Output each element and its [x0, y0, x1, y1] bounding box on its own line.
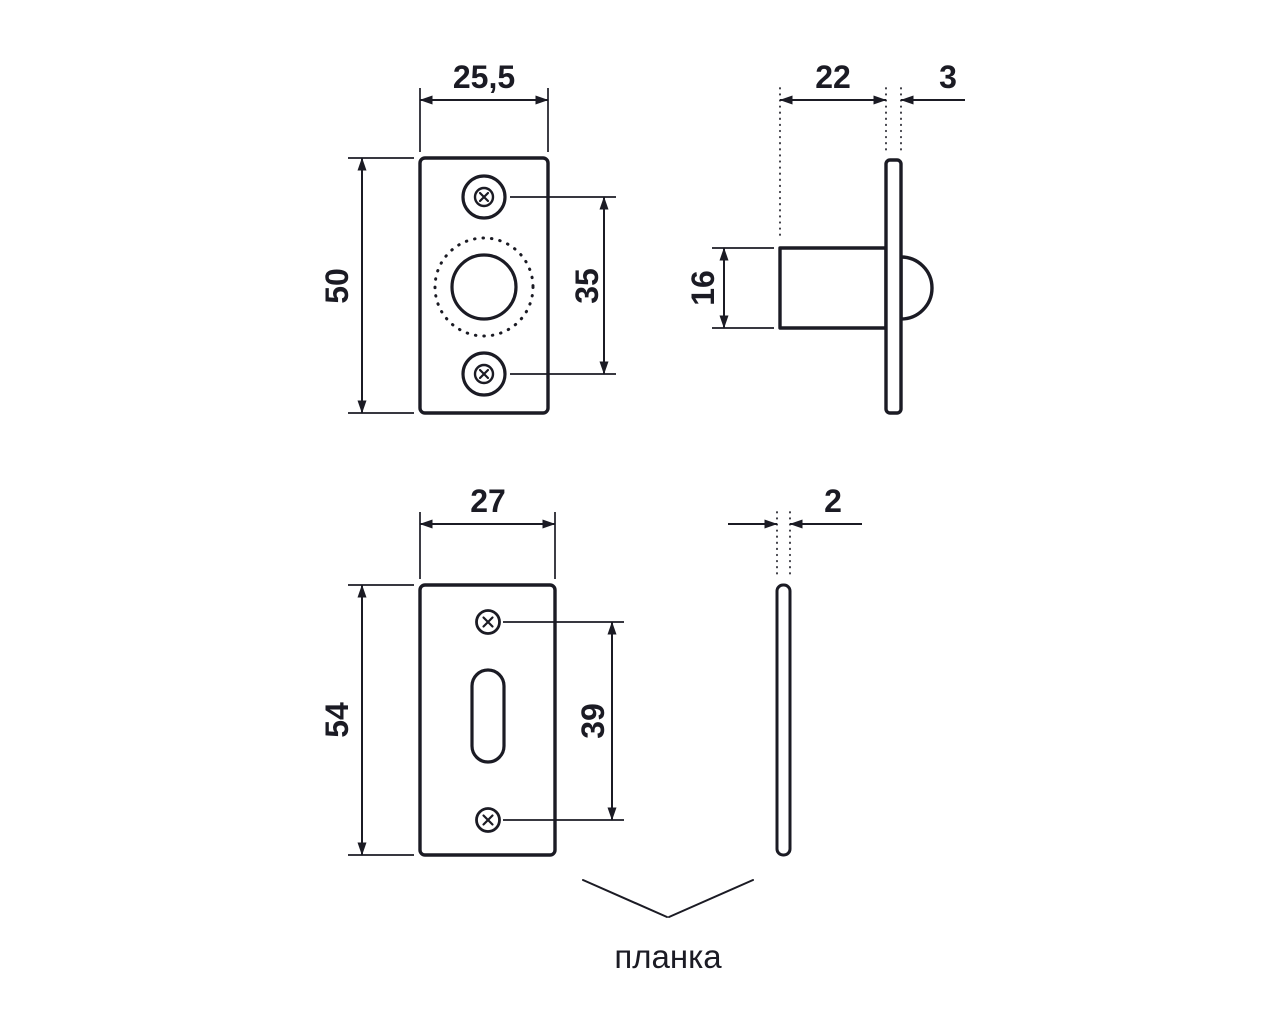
- side-knob-bulge: [899, 255, 934, 321]
- strike-screw-hole-top: [475, 609, 501, 635]
- dimension-strike-hole-spacing: 39: [503, 621, 624, 821]
- side-plate-body: [884, 158, 903, 415]
- strike-plate-front-view: 27 54 39: [319, 483, 624, 857]
- strike-plate-body: [418, 583, 557, 857]
- screw-cross-icon: [482, 616, 494, 628]
- dimension-front-hole-spacing: 35: [510, 196, 616, 375]
- screw-cross-icon: [482, 814, 494, 826]
- side-view: 22 3 16: [685, 59, 965, 415]
- screw-cross-icon: [478, 191, 490, 203]
- dimension-front-height: 50: [319, 157, 414, 414]
- dimension-label: 27: [470, 483, 506, 519]
- dimension-label: 54: [319, 702, 355, 738]
- strike-screw-hole-bottom: [475, 807, 501, 833]
- dimension-strike-height: 54: [319, 584, 414, 856]
- dimension-label: 16: [685, 270, 721, 306]
- dimension-side-barrel-height: 16: [685, 247, 774, 329]
- caption-leader-lines: [582, 879, 754, 918]
- dimension-label: 3: [939, 59, 957, 95]
- dimension-label: 22: [815, 59, 851, 95]
- caption-label: планка: [614, 938, 722, 975]
- side-barrel: [778, 246, 888, 330]
- dimension-strike-thickness: 2: [728, 483, 862, 579]
- front-cylinder-hole: [450, 253, 518, 321]
- dimension-label: 50: [319, 268, 355, 304]
- front-view: 25,5 50 35: [319, 59, 616, 415]
- dimension-side-thickness: 3: [900, 59, 965, 155]
- caption-group: планка: [582, 879, 754, 975]
- front-plate-body: [418, 156, 550, 415]
- dimension-label: 35: [569, 268, 605, 304]
- strike-side-body: [775, 583, 792, 857]
- dimension-label: 39: [575, 703, 611, 739]
- strike-plate-side-view: 2: [728, 483, 862, 857]
- screw-cross-icon: [478, 368, 490, 380]
- dimension-strike-width: 27: [419, 483, 556, 579]
- dimension-side-depth: 22: [779, 59, 887, 241]
- dimension-label: 25,5: [453, 59, 515, 95]
- front-dotted-circle: [433, 236, 535, 338]
- dimension-label: 2: [824, 483, 842, 519]
- strike-plate-slot: [470, 668, 506, 764]
- front-screw-hole-bottom: [461, 351, 507, 397]
- dimension-front-width: 25,5: [419, 59, 549, 152]
- front-screw-hole-top: [461, 174, 507, 220]
